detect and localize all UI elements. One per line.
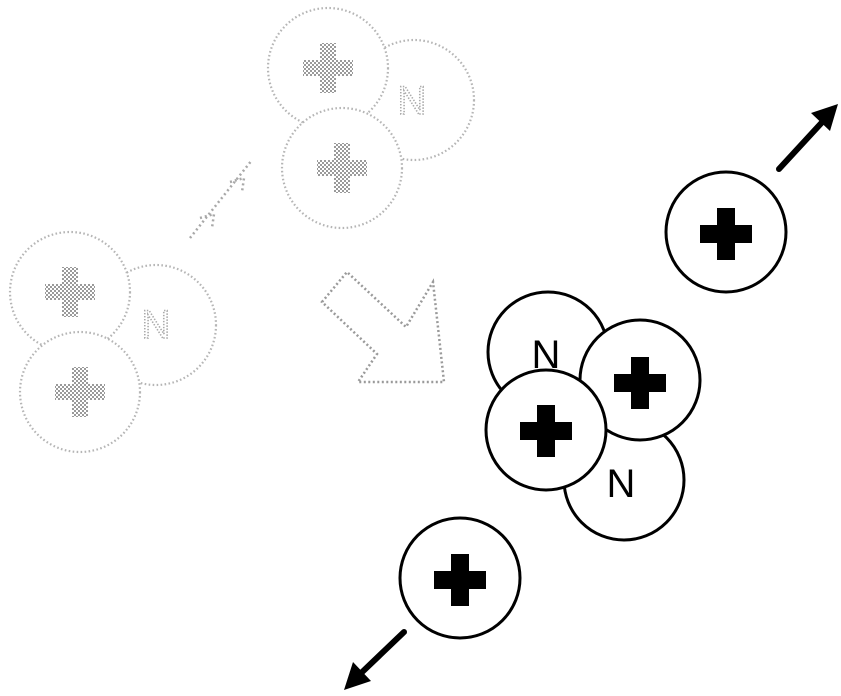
neutron-label-faded: N (142, 303, 171, 347)
arrow-up-right-icon (776, 104, 838, 172)
approach-arrow-icon (189, 159, 253, 239)
plus-icon (520, 405, 572, 457)
stippled-plus-icon (55, 367, 105, 417)
arrow-down-left-icon (344, 629, 407, 690)
stippled-plus-icon (317, 143, 367, 193)
plus-icon (434, 554, 486, 606)
neutron-label-faded: N (398, 79, 427, 123)
product-nucleus: N N (484, 290, 702, 542)
reactant-nucleus-left: N (8, 230, 218, 454)
reactant-nucleus-top: N (266, 6, 476, 230)
plus-icon (700, 208, 752, 260)
stippled-plus-icon (45, 267, 95, 317)
stippled-plus-icon (303, 43, 353, 93)
emitted-proton-down-left (344, 516, 522, 690)
reaction-arrow-icon (320, 270, 446, 384)
emitted-proton-up-right (664, 104, 838, 294)
plus-icon (614, 357, 666, 409)
neutron-label: N (607, 462, 636, 506)
